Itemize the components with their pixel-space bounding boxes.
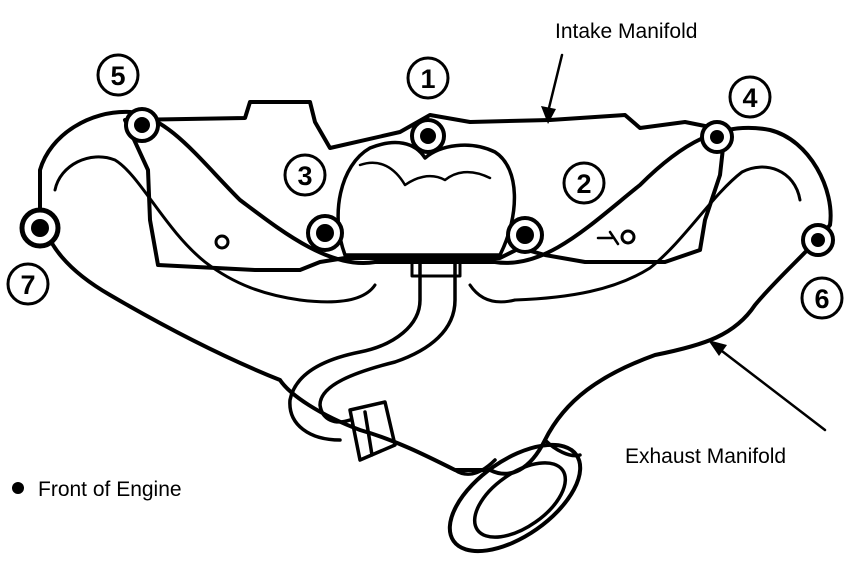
front-of-engine-label: Front of Engine	[38, 478, 182, 501]
exhaust-left-inner-curve	[53, 155, 302, 302]
exhaust-manifold-label: Exhaust Manifold	[625, 445, 786, 468]
exhaust-outlet-opening	[472, 461, 568, 539]
intake-throttle-body	[336, 140, 517, 257]
exhaust-manifold-outline	[38, 109, 833, 476]
bolt-head-4	[700, 120, 734, 154]
svg-text:6: 6	[814, 284, 829, 314]
bolt-head-6	[801, 223, 835, 257]
intake-port-notch	[596, 230, 620, 246]
svg-text:3: 3	[297, 161, 312, 191]
sequence-callout-2: 2	[562, 161, 606, 205]
intake-port-left	[214, 234, 230, 250]
exhaust-outlet-flange	[447, 442, 583, 554]
svg-text:4: 4	[742, 83, 757, 113]
intake-manifold-outline	[123, 100, 727, 272]
bolt-head-1	[410, 118, 446, 154]
bolt-head-7	[19, 207, 61, 249]
egr-bracket	[348, 400, 397, 462]
bolt-head-5	[124, 107, 160, 143]
egr-pipe-fitting	[410, 254, 462, 278]
front-of-engine-legend: Front of Engine	[12, 478, 182, 501]
egr-pipe	[288, 260, 457, 442]
sequence-callout-6: 6	[800, 276, 844, 320]
svg-text:1: 1	[420, 64, 435, 94]
bolt-head-2	[506, 216, 544, 254]
exhaust-leader-arrow	[708, 340, 827, 432]
exhaust-lower-inner-curve	[298, 283, 517, 304]
svg-text:2: 2	[576, 169, 591, 199]
intake-manifold-label: Intake Manifold	[555, 20, 697, 43]
svg-text:7: 7	[20, 270, 35, 300]
exhaust-right-inner-curve	[513, 165, 802, 302]
exhaust-outlet-neck	[453, 438, 582, 476]
bolt-head-3	[306, 214, 344, 252]
sequence-callout-3: 3	[283, 153, 327, 197]
svg-text:5: 5	[110, 61, 125, 91]
intake-throttle-detail	[358, 161, 492, 187]
sequence-callout-4: 4	[728, 75, 772, 119]
sequence-callout-1: 1	[406, 56, 450, 100]
sequence-callout-5: 5	[96, 53, 140, 97]
sequence-callout-7: 7	[6, 262, 50, 306]
intake-leader-arrow	[541, 53, 564, 124]
front-marker-dot	[12, 482, 24, 494]
intake-port-right	[620, 229, 636, 245]
